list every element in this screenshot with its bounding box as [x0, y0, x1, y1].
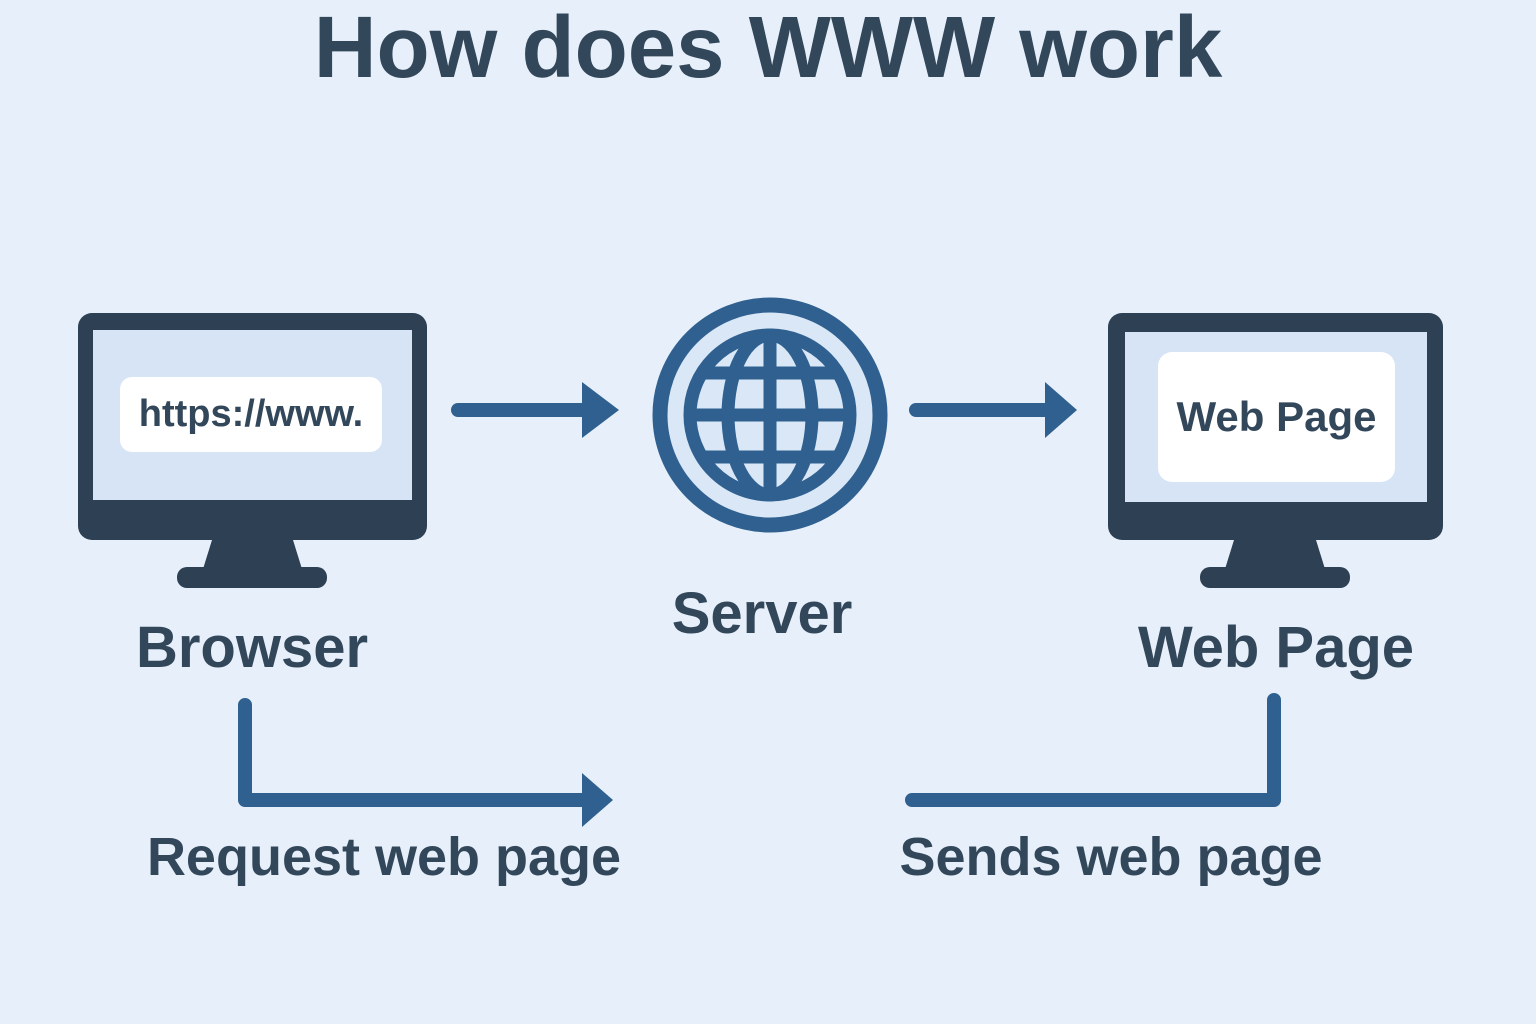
request-flow-label: Request web page: [146, 827, 622, 887]
server-label: Server: [671, 581, 853, 646]
browser-address-bar: https://www.: [120, 377, 382, 452]
browser-label: Browser: [135, 615, 369, 680]
arrow-right-icon-server-to-webpage: [909, 382, 1077, 438]
webpage-label: Web Page: [1137, 615, 1415, 680]
webpage-screen-text: Web Page: [1176, 393, 1377, 440]
page-title: How does WWW work: [313, 0, 1223, 96]
sends-elbow-line-icon: [905, 693, 1281, 807]
arrow-right-icon-browser-to-server: [451, 382, 619, 438]
sends-flow-label: Sends web page: [899, 827, 1323, 887]
webpage-screen-panel: Web Page: [1158, 352, 1395, 482]
browser-url-text: https://www.: [138, 393, 364, 435]
globe-icon: [652, 297, 888, 533]
request-elbow-arrow-icon: [238, 698, 613, 827]
